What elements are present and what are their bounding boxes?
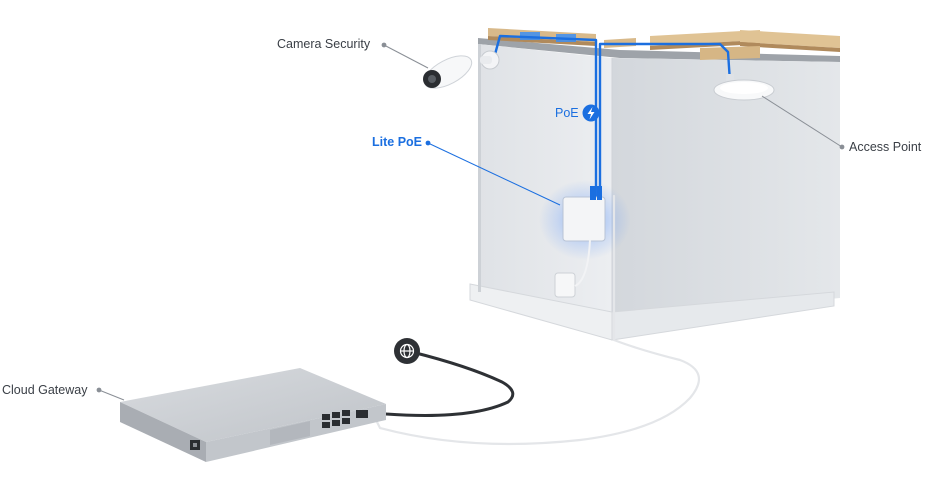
uplink-cable-white — [372, 194, 701, 446]
cloud-gateway-leader — [98, 389, 125, 401]
lite-poe-leader — [427, 142, 561, 206]
gateway-ports — [322, 410, 368, 428]
camera-security-label: Camera Security — [277, 37, 371, 51]
access-point-leader — [761, 95, 843, 148]
cloud-gateway-device — [120, 368, 386, 462]
poe-label: PoE — [555, 106, 579, 120]
lite-poe-label: Lite PoE — [372, 135, 423, 149]
internet-cable — [370, 350, 515, 417]
baseboard-right — [611, 291, 835, 341]
lightning-icon — [587, 107, 595, 120]
poe-cable-to-access-point — [598, 42, 732, 198]
globe-icon — [399, 343, 415, 359]
leader-lines — [96, 42, 845, 401]
poe-badge — [582, 104, 600, 122]
wall-left-edge — [478, 44, 481, 292]
power-adapter — [554, 239, 591, 298]
wall-front-right — [612, 58, 840, 318]
cloud-gateway-label: Cloud Gateway — [2, 383, 88, 397]
internet-badge — [394, 338, 420, 364]
camera-leader — [383, 44, 429, 69]
access-point-device — [713, 74, 775, 101]
access-point-label: Access Point — [849, 140, 922, 154]
security-camera — [423, 50, 500, 89]
lite-poe-switch — [539, 180, 631, 260]
